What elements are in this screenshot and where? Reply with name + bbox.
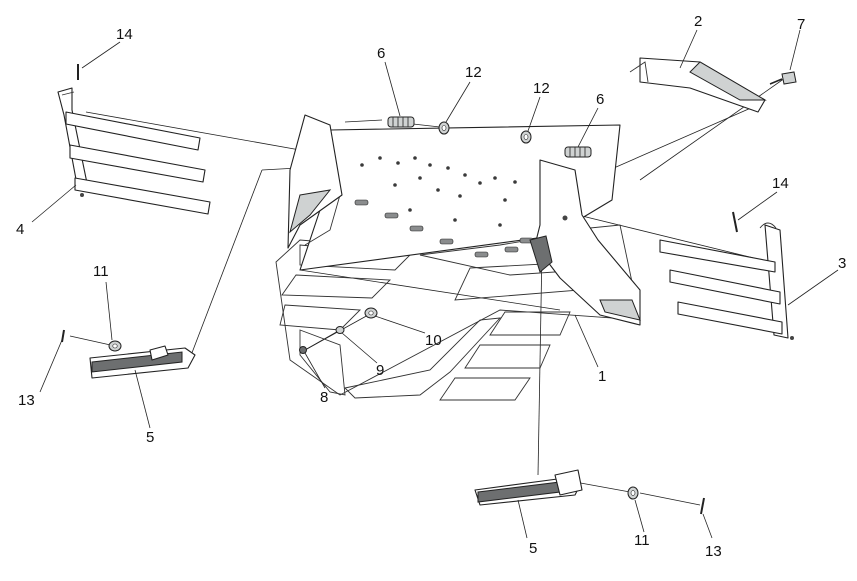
callout-12-right: 12 xyxy=(533,80,550,97)
part-4-left-bracket xyxy=(57,87,211,215)
callout-11-left: 11 xyxy=(93,263,109,280)
callout-6-right: 6 xyxy=(596,91,604,108)
part-8-nut xyxy=(299,346,307,354)
part-12-washer-left xyxy=(438,121,450,135)
part-6-spring-left xyxy=(387,116,415,128)
callout-9: 9 xyxy=(376,362,384,379)
part-11-washer-right xyxy=(627,486,639,500)
part-14-pin-right xyxy=(732,211,738,233)
callout-8: 8 xyxy=(320,389,328,406)
callout-3: 3 xyxy=(838,255,846,272)
part-6-spring-right xyxy=(564,146,592,158)
part-5-slide-rail-right xyxy=(474,469,583,506)
callout-4: 4 xyxy=(16,221,24,238)
callout-6-left: 6 xyxy=(377,45,385,62)
part-7-bolt xyxy=(769,71,797,85)
part-9-lock-washer xyxy=(335,326,345,334)
callout-2: 2 xyxy=(694,13,702,30)
part-12-washer-right xyxy=(520,130,532,144)
callout-12-left: 12 xyxy=(465,64,482,81)
callout-13-left: 13 xyxy=(18,392,35,409)
part-11-washer-left xyxy=(108,340,122,352)
callout-13-right: 13 xyxy=(705,543,722,560)
callout-leaders xyxy=(31,29,839,539)
part-1-skid-plate xyxy=(275,114,641,401)
callout-labels: 14 4 11 13 5 6 12 12 6 2 7 14 3 10 9 8 1… xyxy=(16,13,846,560)
part-2-top-cover xyxy=(629,57,767,113)
part-3-right-bracket xyxy=(659,222,794,340)
part-10-washer xyxy=(364,307,378,319)
part-5-slide-rail-left xyxy=(89,345,196,379)
callout-5-left: 5 xyxy=(146,429,154,446)
callout-10: 10 xyxy=(425,332,442,349)
callout-5-right: 5 xyxy=(529,540,537,557)
callout-14-right: 14 xyxy=(772,175,789,192)
callout-1: 1 xyxy=(598,368,606,385)
callout-11-right: 11 xyxy=(634,532,650,549)
callout-7: 7 xyxy=(797,16,805,33)
part-13-pin-left xyxy=(61,329,65,343)
part-13-pin-right xyxy=(700,497,705,515)
callout-14-left: 14 xyxy=(116,26,133,43)
